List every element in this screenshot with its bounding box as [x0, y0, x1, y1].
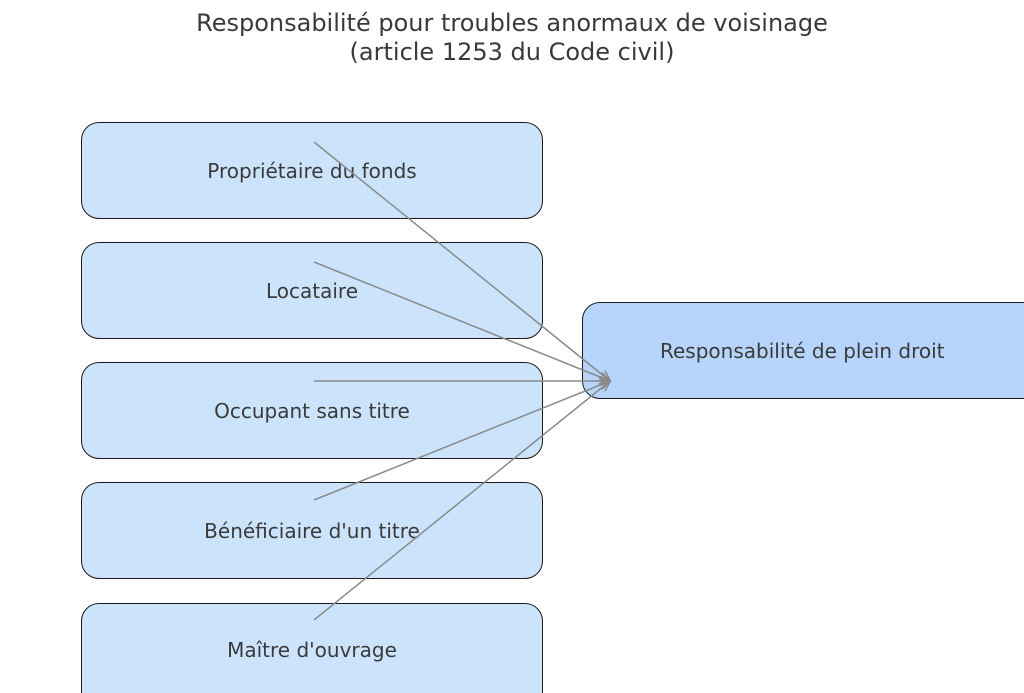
node-locataire: Locataire: [81, 242, 543, 339]
node-label: Propriétaire du fonds: [207, 158, 417, 183]
node-maitre-ouvrage: Maître d'ouvrage: [81, 603, 543, 693]
node-label: Occupant sans titre: [214, 398, 410, 423]
node-occupant-sans-titre: Occupant sans titre: [81, 362, 543, 459]
diagram-title-line-2: (article 1253 du Code civil): [349, 38, 675, 66]
node-beneficiaire-titre: Bénéficiaire d'un titre: [81, 482, 543, 579]
node-proprietaire: Propriétaire du fonds: [81, 122, 543, 219]
node-label: Bénéficiaire d'un titre: [204, 518, 420, 543]
node-label: Responsabilité de plein droit: [660, 338, 945, 363]
node-label: Maître d'ouvrage: [227, 638, 397, 662]
diagram-title-line-1: Responsabilité pour troubles anormaux de…: [196, 9, 828, 37]
node-label: Locataire: [265, 278, 359, 303]
node-responsabilite-plein-droit: Responsabilité de plein droit: [582, 302, 1024, 399]
